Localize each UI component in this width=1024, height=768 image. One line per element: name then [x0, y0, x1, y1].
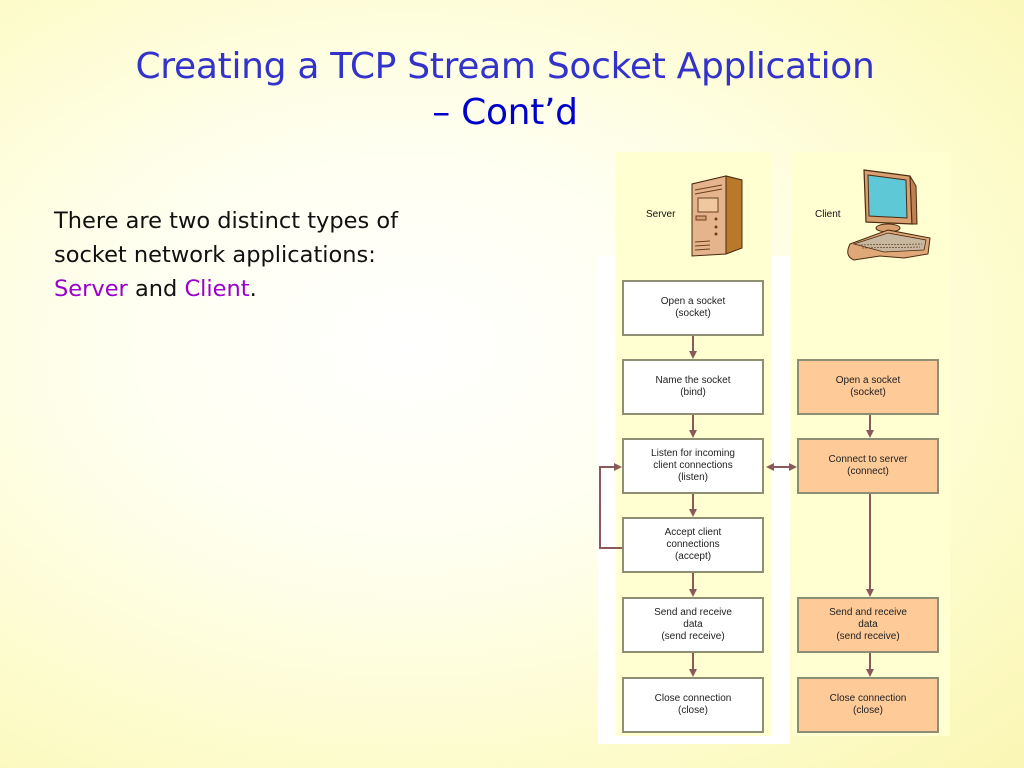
client-step-socket: Open a socket (socket)	[797, 359, 939, 415]
body-line-1: There are two distinct types of	[54, 208, 399, 234]
step-text: Close connection	[829, 693, 907, 704]
client-term: Client	[184, 276, 250, 302]
step-text: Accept client	[664, 527, 722, 538]
step-call: (close)	[852, 705, 883, 716]
body-line-3: Server and Client.	[54, 272, 534, 306]
arrow-accept-loop	[599, 463, 622, 549]
step-text-2: data	[858, 619, 878, 630]
step-text: Name the socket	[655, 375, 731, 386]
step-text-2: connections	[666, 539, 720, 550]
server-term: Server	[54, 276, 128, 302]
step-text: Close connection	[654, 693, 732, 704]
step-call: (close)	[677, 705, 708, 716]
step-text: Connect to server	[828, 454, 908, 465]
step-text: Listen for incoming	[651, 448, 735, 459]
step-call: (send receive)	[836, 631, 900, 642]
period: .	[249, 276, 257, 302]
step-text: Open a socket	[835, 375, 901, 386]
step-call: (connect)	[847, 466, 889, 477]
and-word: and	[127, 276, 185, 302]
server-step-bind: Name the socket (bind)	[622, 359, 764, 415]
tcp-socket-flow-diagram: Server Client Open a socket (socket) Nam…	[598, 152, 952, 744]
client-step-send-receive: Send and receive data (send receive)	[797, 597, 939, 653]
client-label: Client	[815, 209, 841, 220]
body-text: There are two distinct types of socket n…	[54, 204, 534, 306]
client-step-close: Close connection (close)	[797, 677, 939, 733]
step-text: Open a socket	[660, 296, 726, 307]
step-call: (send receive)	[661, 631, 725, 642]
server-step-socket: Open a socket (socket)	[622, 280, 764, 336]
body-line-2: socket network applications:	[54, 242, 376, 268]
desktop-computer-icon	[847, 169, 931, 261]
step-text: Send and receive	[829, 607, 907, 618]
server-label: Server	[646, 209, 676, 220]
title-line-1: Creating a TCP Stream Socket Application	[135, 46, 875, 87]
step-text: Send and receive	[654, 607, 732, 618]
server-step-listen: Listen for incoming client connections (…	[622, 438, 764, 494]
slide-title: Creating a TCP Stream Socket Application…	[0, 44, 1010, 136]
step-text-2: data	[683, 619, 703, 630]
client-step-connect: Connect to server (connect)	[797, 438, 939, 494]
server-step-accept: Accept client connections (accept)	[622, 517, 764, 573]
server-step-send-receive: Send and receive data (send receive)	[622, 597, 764, 653]
flow-arrows	[599, 336, 874, 677]
step-call: (accept)	[674, 551, 712, 562]
title-line-2: – Cont’d	[432, 92, 578, 133]
step-call: (socket)	[675, 308, 711, 319]
server-step-close: Close connection (close)	[622, 677, 764, 733]
step-call: (listen)	[677, 472, 708, 483]
step-call: (bind)	[680, 387, 706, 398]
step-call: (socket)	[850, 387, 886, 398]
step-text-2: client connections	[653, 460, 733, 471]
server-tower-icon	[691, 175, 743, 257]
